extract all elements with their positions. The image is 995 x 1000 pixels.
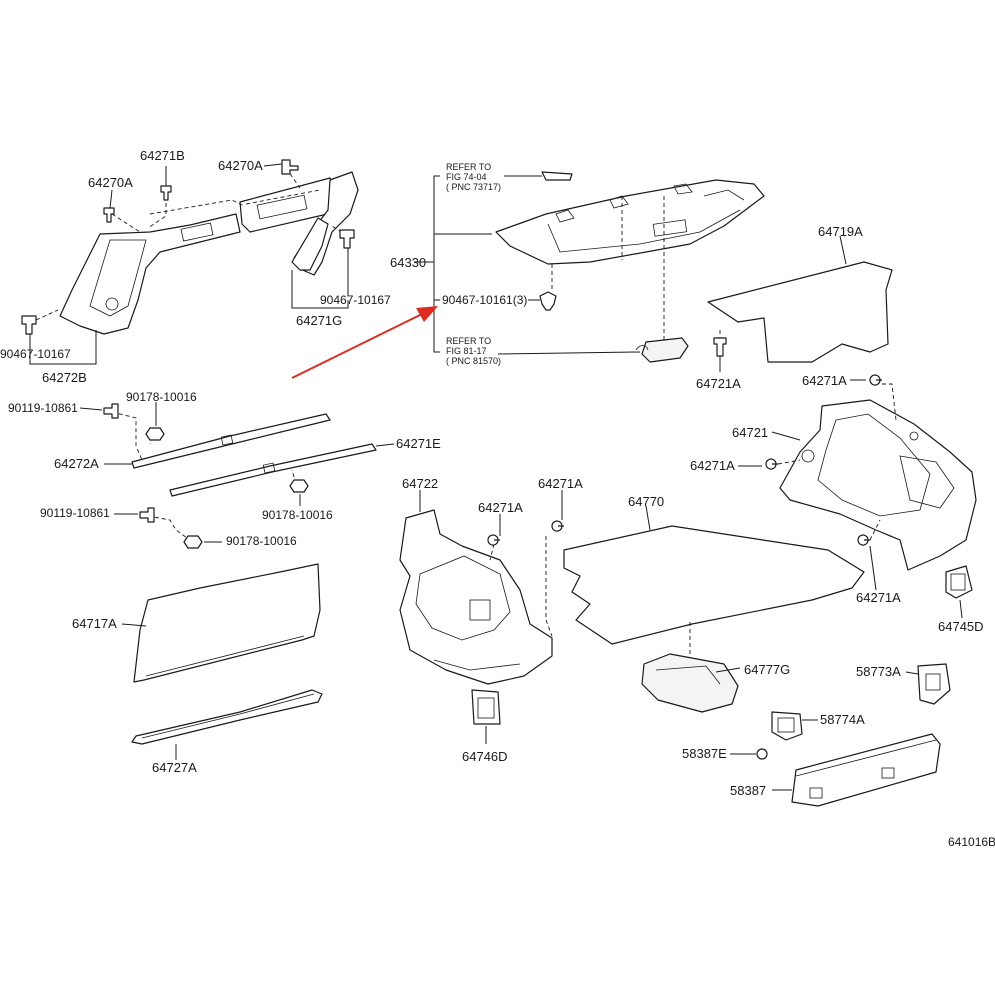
trunk-cover-group: [707, 235, 893, 372]
side-trim-left-group: [399, 490, 564, 744]
screw-icon: [756, 748, 768, 760]
nut-icon: [183, 535, 203, 549]
refer-text-2a: REFER TO: [446, 336, 491, 346]
refer-text-1c: ( PNC 73717): [446, 182, 501, 192]
refer-text-2c: ( PNC 81570): [446, 356, 501, 366]
package-tray-group: [414, 171, 765, 363]
clip-icon: [21, 315, 37, 335]
screw-icon: [869, 374, 882, 386]
label-64721: 64721: [732, 425, 768, 440]
plate-64746D: [471, 689, 501, 725]
label-64745D: 64745D: [938, 619, 984, 634]
label-64717A: 64717A: [72, 616, 117, 631]
package-tray-part: [495, 179, 765, 265]
label-64330: 64330: [390, 255, 426, 270]
label-58387: 58387: [730, 783, 766, 798]
quarter-trim-left-group: [21, 159, 359, 365]
clip-icon: [103, 207, 115, 223]
clip-icon: [281, 159, 299, 175]
label-64770: 64770: [628, 494, 664, 509]
label-64271A-c: 64271A: [856, 590, 901, 605]
trunk-mat-part: [563, 525, 865, 645]
screw-icon: [139, 507, 155, 523]
label-90467-10167-mid: 90467-10167: [320, 293, 391, 307]
screw-icon: [765, 458, 778, 470]
label-64727A: 64727A: [152, 760, 197, 775]
clip-icon: [160, 185, 172, 201]
stop-lamp-part: [641, 337, 689, 363]
straps-group: [79, 402, 395, 549]
label-64746D: 64746D: [462, 749, 508, 764]
screw-icon: [103, 403, 119, 419]
label-64270A-left: 64270A: [88, 175, 133, 190]
label-64271E: 64271E: [396, 436, 441, 451]
clip-icon: [339, 229, 355, 249]
label-64271A-a: 64271A: [802, 373, 847, 388]
screw-icon: [487, 534, 500, 546]
sill-plate-58387: [791, 733, 941, 807]
trunk-cover-part: [707, 261, 893, 363]
side-trim-right-group: [738, 374, 977, 619]
nut-icon: [145, 427, 165, 441]
label-64272A: 64272A: [54, 456, 99, 471]
label-90467-10167-left: 90467-10167: [0, 347, 71, 361]
hook-58773A: [917, 663, 951, 705]
label-64777G: 64777G: [744, 662, 790, 677]
label-90178-10016-c: 90178-10016: [226, 534, 297, 548]
trunk-mat-group: [563, 505, 865, 713]
clip-icon: [539, 291, 557, 311]
label-64271G: 64271G: [296, 313, 342, 328]
refer-text-1b: FIG 74-04: [446, 172, 487, 182]
label-58773A: 58773A: [856, 664, 901, 679]
label-90119-10861-b: 90119-10861: [40, 506, 110, 520]
label-58774A: 58774A: [820, 712, 865, 727]
trim-panels-left-group: [121, 563, 323, 760]
label-64271B: 64271B: [140, 148, 185, 163]
hook-58774A: [771, 711, 803, 741]
clip-icon: [713, 337, 727, 357]
drawing-number: 641016B: [948, 835, 995, 849]
tray-cap-part: [541, 171, 573, 181]
label-64271A-d: 64271A: [478, 500, 523, 515]
label-58387E: 58387E: [682, 746, 727, 761]
strap-64271E: [169, 443, 377, 497]
label-64272B: 64272B: [42, 370, 87, 385]
label-64271A-e: 64271A: [538, 476, 583, 491]
label-90467-10161: 90467-10161(3): [442, 293, 527, 307]
side-trim-right-part: [779, 399, 977, 571]
panel-64717A: [133, 563, 321, 683]
label-90119-10861-a: 90119-10861: [8, 401, 78, 415]
label-90178-10016-b: 90178-10016: [262, 508, 333, 522]
refer-text-2b: FIG 81-17: [446, 346, 487, 356]
screw-icon: [857, 534, 870, 546]
sill-plate-group: [730, 663, 951, 807]
screw-icon: [551, 520, 564, 532]
label-64271A-b: 64271A: [690, 458, 735, 473]
quarter-trim-part: [59, 213, 241, 335]
refer-text-1a: REFER TO: [446, 162, 491, 172]
label-90178-10016-a: 90178-10016: [126, 390, 197, 404]
strap-64272A: [131, 413, 331, 469]
pillar-trim-lower: [291, 217, 329, 271]
label-64270A-top: 64270A: [218, 158, 263, 173]
label-64722: 64722: [402, 476, 438, 491]
block-64777G: [641, 653, 739, 713]
side-trim-left-part: [399, 509, 553, 685]
label-64721A-top: 64721A: [696, 376, 741, 391]
nut-icon: [289, 479, 309, 493]
plate-64745D: [945, 565, 973, 599]
label-64719A: 64719A: [818, 224, 863, 239]
arrow-pointer-icon: [291, 306, 438, 379]
